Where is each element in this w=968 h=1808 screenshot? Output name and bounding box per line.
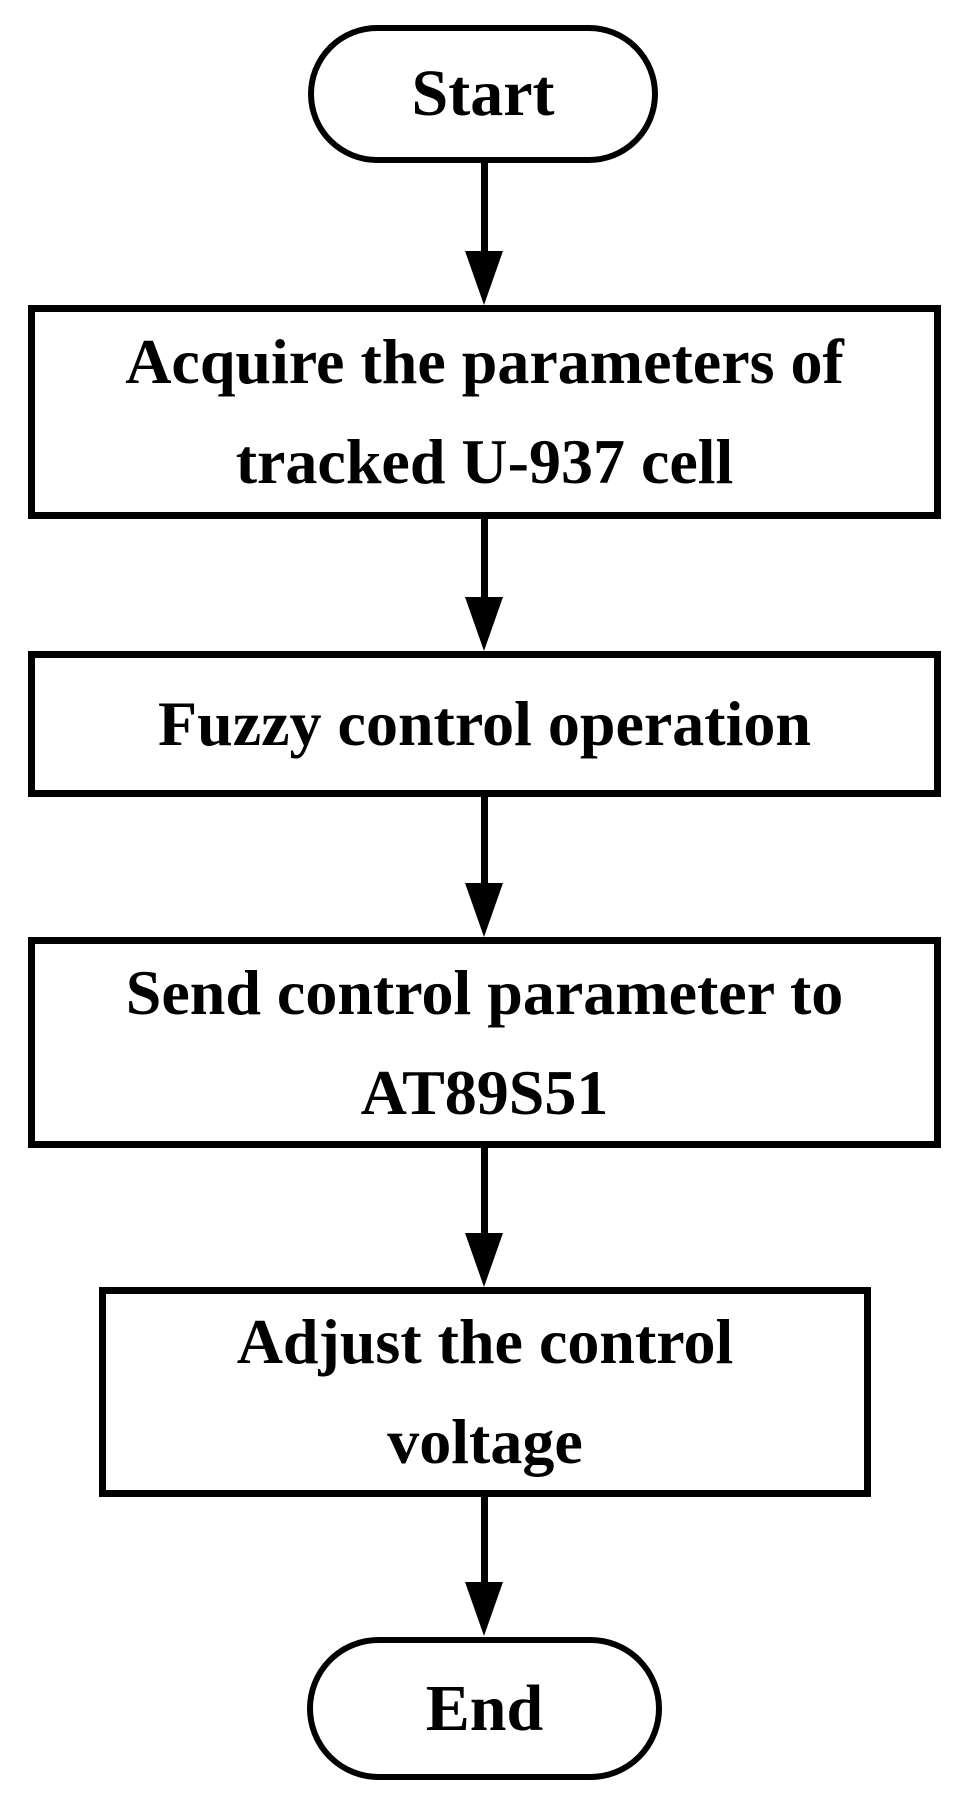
node-end-label: End bbox=[425, 1671, 544, 1745]
arrow-down-icon bbox=[465, 597, 503, 651]
arrow-stem bbox=[481, 1148, 488, 1234]
node-fuzzy-label: Fuzzy control operation bbox=[158, 688, 811, 759]
arrow-stem bbox=[481, 519, 488, 598]
flowchart-node-start: Start bbox=[308, 25, 658, 163]
node-adjust-label: Adjust the control voltage bbox=[236, 1306, 734, 1477]
flowchart-node-send-parameter: Send control parameter to AT89S51 bbox=[28, 937, 941, 1148]
flowchart-node-adjust-voltage: Adjust the control voltage bbox=[99, 1287, 871, 1497]
flowchart-node-acquire-parameters: Acquire the parameters of tracked U-937 … bbox=[28, 305, 941, 519]
arrow-down-icon bbox=[465, 1582, 503, 1636]
flowchart-node-fuzzy-control: Fuzzy control operation bbox=[28, 651, 941, 797]
node-start-label: Start bbox=[411, 57, 555, 130]
arrow-stem bbox=[481, 797, 488, 883]
arrow-stem bbox=[481, 163, 488, 252]
node-send-label: Send control parameter to AT89S51 bbox=[125, 956, 844, 1128]
arrow-down-icon bbox=[465, 251, 503, 305]
arrow-down-icon bbox=[465, 1233, 503, 1287]
arrow-stem bbox=[481, 1497, 488, 1583]
node-acquire-label: Acquire the parameters of tracked U-937 … bbox=[125, 326, 844, 497]
arrow-down-icon bbox=[465, 883, 503, 937]
flowchart-node-end: End bbox=[307, 1637, 662, 1780]
